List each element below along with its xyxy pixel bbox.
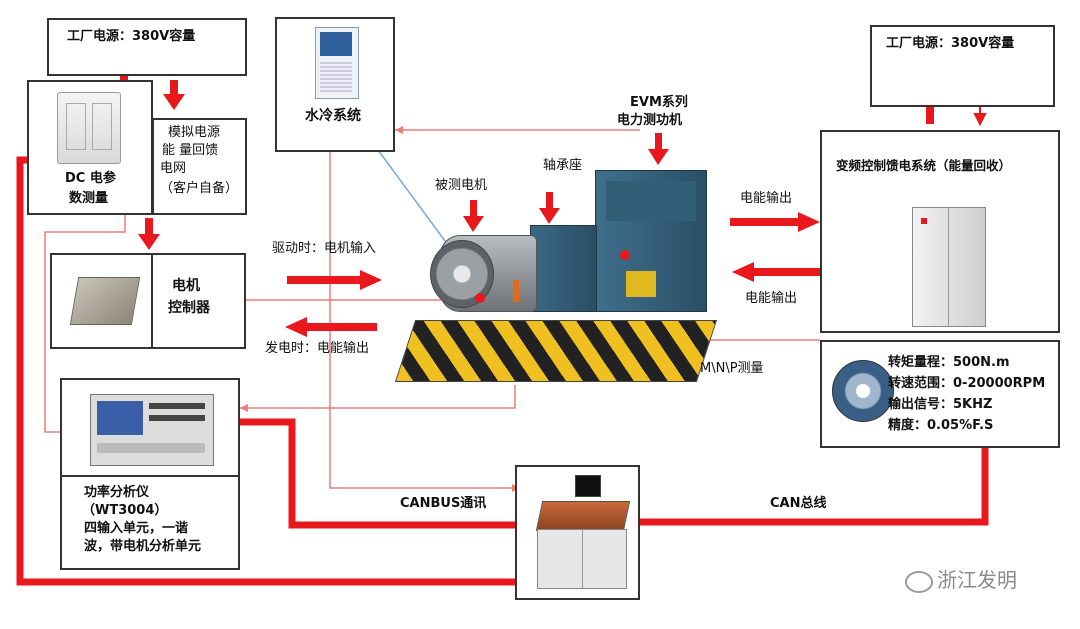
motor-controller-box: 电机 控制器 <box>50 253 246 349</box>
pc-desk-icon <box>535 501 631 531</box>
drive-input-label: 驱动时：电机输入 <box>272 241 377 256</box>
water-cooling-box: 水冷系统 <box>275 17 395 152</box>
line-canbus <box>329 150 515 489</box>
power-box-left: 工厂电源：380V容量 <box>47 18 247 76</box>
arrow-down-simpower <box>163 80 185 110</box>
wechat-icon <box>905 571 933 593</box>
dc-meter-label-2: 数测量 <box>69 191 109 206</box>
power-analyzer-box: 功率分析仪 （WT3004） 四输入单元，一谐 波，带电机分析单元 <box>60 378 240 570</box>
test-bench-illustration <box>394 170 725 392</box>
energy-output-label-1: 电能输出 <box>740 191 793 206</box>
inverter-cabinet-icon <box>912 207 986 327</box>
water-cooling-label: 水冷系统 <box>305 108 361 124</box>
red-line-analyzer-to-pc <box>240 418 515 529</box>
dc-meter-cabinet-icon <box>57 92 121 164</box>
tested-motor-label: 被测电机 <box>435 178 488 193</box>
line-motor-to-analyzer <box>240 385 516 409</box>
torque-signal: 输出信号：5KHZ <box>888 397 993 412</box>
analyzer-line1: 功率分析仪 <box>84 485 150 500</box>
pc-cabinet-icon <box>537 529 627 589</box>
arrow-down-motor <box>463 200 484 232</box>
sim-power-line1: 模拟电源 <box>168 125 221 140</box>
watermark-text: 浙江发明 <box>937 568 1017 592</box>
power-box-right-label: 工厂电源：380V容量 <box>886 36 1015 51</box>
analyzer-line2: （WT3004） <box>82 503 168 518</box>
bearing-seat-label: 轴承座 <box>543 158 583 173</box>
dyno-label-2: 电力测功机 <box>617 113 683 128</box>
inverter-label: 变频控制馈电系统（能量回收） <box>836 158 1012 173</box>
dyno-body <box>595 170 707 312</box>
line-cooling-to-motor <box>377 149 449 246</box>
arrow-left-gen <box>285 317 377 337</box>
line-dc-to-motor <box>44 215 126 433</box>
mnp-label: M\N\P测量 <box>700 361 764 376</box>
sim-power-line4: （客户自备） <box>160 181 239 196</box>
arrow-right-drive <box>287 270 382 290</box>
torque-sensor-box: 转矩量程：500N.m 转速范围：0-20000RPM 输出信号：5KHZ 精度… <box>820 340 1060 448</box>
dc-meter-box: DC 电参 数测量 <box>27 80 153 215</box>
power-box-left-label: 工厂电源：380V容量 <box>67 29 196 44</box>
analyzer-device-icon <box>90 394 214 466</box>
pc-monitor-icon <box>575 475 601 497</box>
bearing-housing <box>530 225 597 312</box>
controller-device-icon <box>69 277 141 325</box>
dc-meter-label-1: DC 电参 <box>65 171 116 186</box>
sim-power-box: 模拟电源 能 量回馈 电网 （客户自备） <box>152 118 247 215</box>
energy-output-label-2: 电能输出 <box>745 291 798 306</box>
inverter-box: 变频控制馈电系统（能量回收） <box>820 130 1060 333</box>
red-line-pc-to-torque <box>640 448 989 526</box>
controller-label-1: 电机 <box>172 278 200 294</box>
sim-power-line2: 能 量回馈 <box>162 143 219 158</box>
arrow-right-energy <box>730 212 820 232</box>
arrow-down-bearing <box>539 192 560 224</box>
can-bus-label: CAN总线 <box>770 496 827 511</box>
torque-speed: 转速范围：0-20000RPM <box>888 376 1046 391</box>
gen-output-label: 发电时：电能输出 <box>265 341 370 356</box>
bench-base <box>394 320 718 382</box>
controller-label-2: 控制器 <box>168 300 210 316</box>
arrowhead-cooling <box>395 126 403 134</box>
arrowhead-analyzer <box>240 404 248 412</box>
power-box-right: 工厂电源：380V容量 <box>870 25 1055 107</box>
torque-range: 转矩量程：500N.m <box>888 355 1010 370</box>
arrow-down-dyno <box>648 133 669 165</box>
torque-accuracy: 精度：0.05%F.S <box>888 418 994 433</box>
torque-sensor-icon <box>832 360 894 422</box>
analyzer-line3: 四输入单元，一谐 <box>84 521 189 536</box>
arrow-left-energy <box>732 262 820 282</box>
canbus-label: CANBUS通讯 <box>400 496 487 511</box>
cooling-unit-icon <box>315 27 359 99</box>
dyno-label-1: EVM系列 <box>630 95 688 110</box>
sim-power-line3: 电网 <box>160 161 187 176</box>
pc-console-box <box>515 465 640 600</box>
arrow-down-controller <box>138 218 160 250</box>
analyzer-line4: 波，带电机分析单元 <box>84 539 202 554</box>
